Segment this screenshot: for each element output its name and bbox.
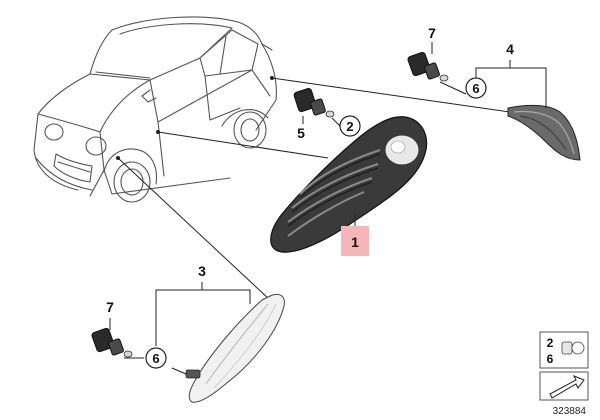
part-6-top-label: 6 — [472, 81, 479, 96]
part-7-top-label: 7 — [428, 25, 436, 41]
part-3-label: 3 — [198, 263, 206, 279]
part-1-label: 1 — [351, 234, 359, 250]
bracket-part-4 — [475, 60, 547, 108]
part-7-bottom-label: 7 — [106, 299, 114, 315]
part-5-label: 5 — [297, 125, 305, 141]
bulb-socket-top — [407, 42, 467, 95]
bulb-socket-bottom — [91, 318, 144, 359]
part-2-leader — [331, 117, 341, 127]
part-2-label: 2 — [346, 119, 353, 134]
part-1-highlight — [341, 226, 369, 256]
legend-row-1: 2 — [547, 336, 554, 350]
catalog-number: 323884 — [553, 406, 587, 417]
bulb-icon — [561, 341, 585, 355]
side-indicator-housing — [270, 116, 428, 253]
leader-lines — [117, 77, 511, 301]
part-4-label: 4 — [506, 41, 514, 57]
front-side-marker — [171, 293, 285, 403]
part-6-bottom-label: 6 — [152, 351, 159, 366]
direction-icon — [539, 371, 589, 401]
bracket-part-3 — [155, 282, 251, 346]
bulb-socket-upper — [293, 87, 335, 124]
rear-side-marker — [507, 104, 581, 161]
legend-row-2: 6 — [547, 352, 554, 366]
anchor-dots — [116, 76, 274, 160]
car-outline — [33, 16, 277, 203]
part-2-callout[interactable]: 2 — [339, 115, 361, 137]
part-6-top-callout[interactable]: 6 — [465, 77, 487, 99]
part-6-bottom-callout[interactable]: 6 — [145, 347, 167, 369]
bulb-legend: 2 6 — [539, 331, 589, 369]
